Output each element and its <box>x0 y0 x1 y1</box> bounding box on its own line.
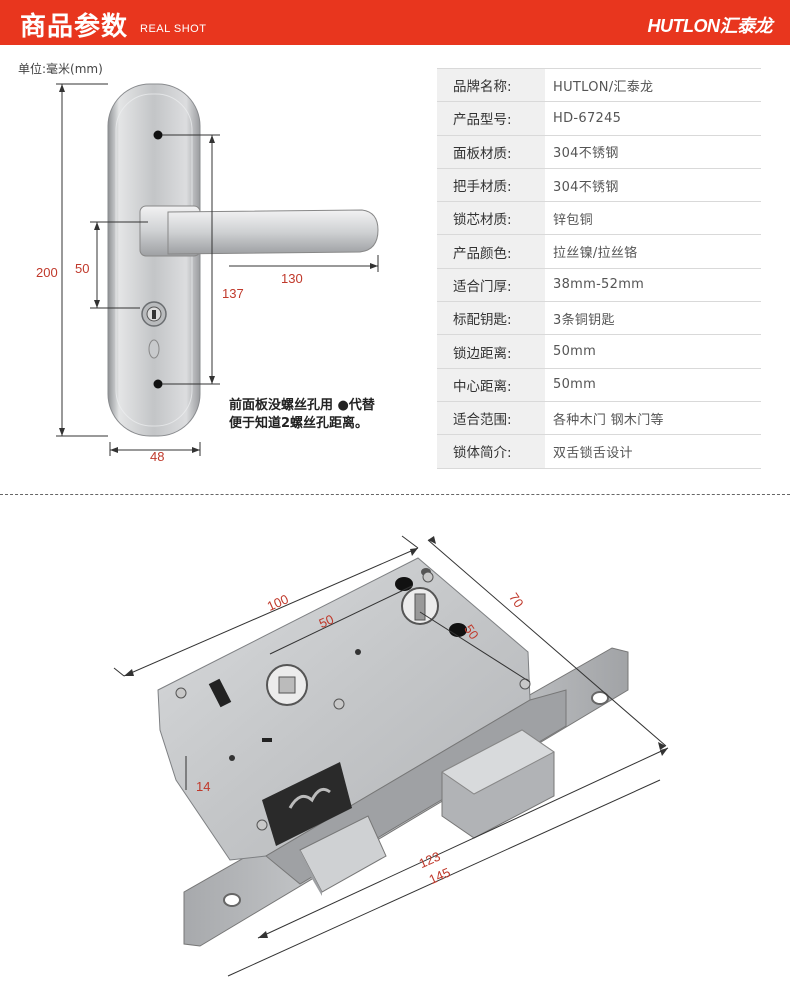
spec-row: 品牌名称:HUTLON/汇泰龙 <box>437 67 761 103</box>
screw-hole-note: 前面板没螺丝孔用 ●代替 便于知道2螺丝孔距离。 <box>229 397 375 433</box>
screw-dot <box>153 130 163 140</box>
screw <box>175 571 531 831</box>
spec-label: 适合范围: <box>437 401 545 436</box>
spec-value: 304不锈钢 <box>545 135 761 169</box>
lever-handle <box>139 205 379 257</box>
latch-bolt <box>299 815 387 896</box>
spec-table: 品牌名称:HUTLON/汇泰龙 产品型号:HD-67245 面板材质:304不锈… <box>437 67 761 469</box>
dim-height: 200 <box>36 265 58 280</box>
dim-thickness: 14 <box>196 779 210 794</box>
dim-plate-length: 145 <box>427 865 453 888</box>
spec-row: 中心距离:50mm <box>437 368 761 402</box>
dim-backset: 50 <box>317 612 336 632</box>
brand-logo: HUTLON汇泰龙 <box>647 16 773 36</box>
spec-value: 38mm-52mm <box>545 268 761 303</box>
dim-width: 48 <box>150 449 164 464</box>
spec-row: 锁芯材质:锌包铜 <box>437 201 761 236</box>
spec-value: 50mm <box>545 334 761 369</box>
page-subtitle: REAL SHOT <box>140 23 207 35</box>
spec-value: 3条铜钥匙 <box>545 301 761 336</box>
spec-row: 标配钥匙:3条铜钥匙 <box>437 301 761 336</box>
spec-label: 产品型号: <box>437 101 545 136</box>
spec-value: 双舌锁舌设计 <box>545 434 761 469</box>
dim-spacing: 50 <box>75 261 89 276</box>
spec-label: 品牌名称: <box>437 67 545 103</box>
spec-label: 产品颜色: <box>437 234 545 269</box>
spec-row: 锁体简介:双舌锁舌设计 <box>437 434 761 469</box>
spec-value: 锌包铜 <box>545 201 761 236</box>
spec-label: 适合门厚: <box>437 268 545 303</box>
spec-row: 产品型号:HD-67245 <box>437 101 761 136</box>
spec-value: 50mm <box>545 368 761 402</box>
dim-handle-length: 130 <box>281 271 303 286</box>
spec-label: 标配钥匙: <box>437 301 545 336</box>
spec-label: 面板材质: <box>437 135 545 169</box>
note-line: 便于知道2螺丝孔距离。 <box>229 416 369 431</box>
spec-row: 锁边距离:50mm <box>437 334 761 369</box>
spec-value: HUTLON/汇泰龙 <box>545 67 761 103</box>
page-title: 商品参数 <box>20 12 129 42</box>
spec-label: 锁芯材质: <box>437 201 545 236</box>
header-bar: 商品参数 REAL SHOT HUTLON汇泰龙 <box>0 0 790 45</box>
dim-height-70: 70 <box>506 590 527 610</box>
follower-hub <box>266 664 308 706</box>
note-line: 前面板没螺丝孔用 ●代替 <box>229 398 375 413</box>
screw-dot <box>153 379 163 389</box>
back-plate <box>107 83 201 437</box>
cylinder-icon <box>141 301 167 359</box>
deadbolt <box>441 729 555 839</box>
spec-value: 各种木门 钢木门等 <box>545 401 761 436</box>
spec-row: 把手材质:304不锈钢 <box>437 168 761 203</box>
spec-row: 适合门厚:38mm-52mm <box>437 268 761 303</box>
dim-center: 50 <box>461 622 482 642</box>
spec-value: HD-67245 <box>545 101 761 136</box>
spec-value: 拉丝镍/拉丝铬 <box>545 234 761 269</box>
unit-label: 单位:毫米(mm) <box>18 62 103 76</box>
cylinder-hole <box>401 587 439 625</box>
dim-handle-height: 137 <box>222 286 244 301</box>
spec-label: 中心距离: <box>437 368 545 402</box>
dim-body-length: 100 <box>265 591 291 614</box>
spec-value: 304不锈钢 <box>545 168 761 203</box>
spec-label: 锁体简介: <box>437 434 545 469</box>
spec-label: 锁边距离: <box>437 334 545 369</box>
section-divider <box>0 494 790 495</box>
spec-row: 产品颜色:拉丝镍/拉丝铬 <box>437 234 761 269</box>
spec-label: 把手材质: <box>437 168 545 203</box>
spec-row: 面板材质:304不锈钢 <box>437 135 761 169</box>
spec-row: 适合范围:各种木门 钢木门等 <box>437 401 761 436</box>
